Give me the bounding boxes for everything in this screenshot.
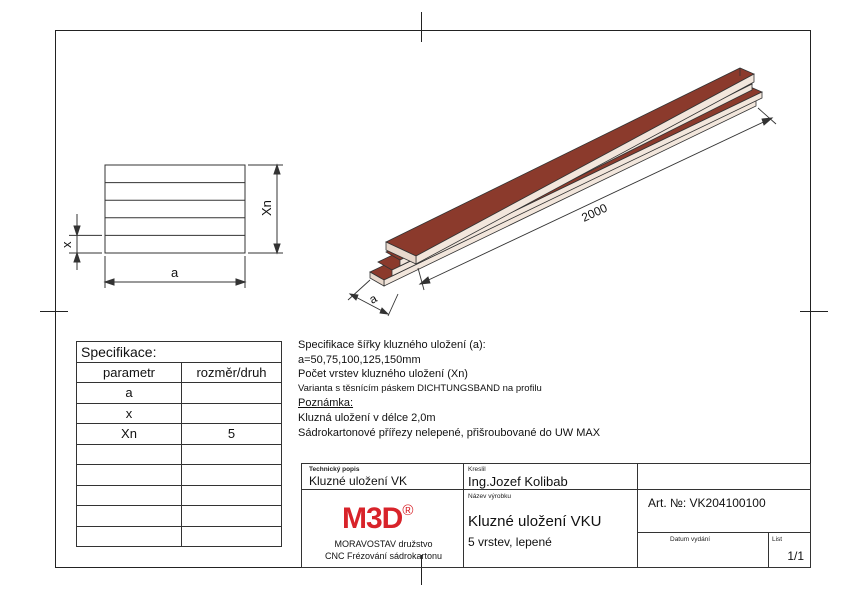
blank-cell-top-right [637,463,811,490]
spec-param-cell [76,464,182,486]
title-block: Technický popis Kluzné uložení VK Kresli… [301,463,811,568]
spec-param-cell [76,443,182,465]
x-dimension-label: x [59,241,74,248]
spec-param-cell [76,525,182,547]
note-length: Kluzná uložení v délce 2,0m [298,411,436,424]
spec-param-cell [76,484,182,506]
spec-value-cell [181,443,282,465]
article-number: Art. №: VK204100100 [648,496,766,510]
spec-param-cell: x [76,402,182,424]
spec-value-cell [181,402,282,424]
spec-header-param: parametr [76,361,182,383]
note-width-values: a=50,75,100,125,150mm [298,353,421,366]
length-dimension-label: 2000 [579,201,609,225]
tech-description-label: Technický popis [309,466,360,473]
table-row [76,505,282,527]
drawn-by-value: Ing.Jozef Kolibab [468,474,568,489]
issue-date-label: Datum vydání [670,536,711,543]
table-row [76,443,282,465]
spec-value-cell [181,525,282,547]
sheet-cell: List 1/1 [768,532,811,568]
drawn-by-label: Kreslil [468,466,486,473]
issue-date-cell: Datum vydání [637,532,769,568]
board-end-main [385,241,417,265]
board-top-main [385,67,755,257]
article-number-cell: Art. №: VK204100100 [637,489,811,533]
notes-block: Specifikace šířky kluzného uložení (a): … [298,338,600,440]
table-row: a [76,382,282,404]
isometric-view: 2000 a [347,67,777,317]
product-subtitle: 5 vrstev, lepené [468,535,552,549]
spec-header-value: rozměr/druh [181,361,282,383]
m3d-logo: M3D® [342,502,413,536]
a-dimension-label: a [171,265,179,280]
company-name: MORAVOSTAV družstvo [334,539,433,549]
note-width-spec: Specifikace šířky kluzného uložení (a): [298,339,486,351]
center-tick-left [40,311,68,312]
center-tick-bottom [421,555,422,585]
logo-cell: M3D® MORAVOSTAV družstvo CNC Frézování s… [301,489,464,568]
company-service: CNC Frézování sádrokartonu [324,551,443,561]
spec-table: Specifikace: parametr rozměr/druh a x Xn… [76,341,282,547]
note-heading: Poznámka: [298,397,354,410]
spec-table-title: Specifikace: [76,341,282,363]
product-name: Kluzné uložení VKU [468,513,602,530]
center-tick-right [800,311,828,312]
spec-value-cell [181,464,282,486]
note-variant: Varianta s těsnícím páskem DICHTUNGSBAND… [298,382,542,394]
spec-param-cell: a [76,382,182,404]
spec-value-cell: 5 [181,423,282,445]
spec-value-cell [181,505,282,527]
spec-value-cell [181,382,282,404]
sheet-label: List [772,536,783,543]
board-side-main [415,73,755,265]
table-row [76,484,282,506]
table-row: x [76,402,282,424]
center-tick-top [421,12,422,42]
spec-param-cell [76,505,182,527]
table-row [76,525,282,547]
spec-param-cell: Xn [76,423,182,445]
drawn-by-cell: Kreslil Ing.Jozef Kolibab [463,463,638,490]
tech-description-cell: Technický popis Kluzné uložení VK [301,463,464,490]
xn-dimension-label: Xn [259,200,274,216]
spec-value-cell [181,484,282,506]
note-boards: Sádrokartonové přířezy nelepené, přišrou… [298,426,601,439]
sheet-number: 1/1 [787,549,804,563]
board-side-middle [391,91,763,277]
product-label: Název výrobku [468,493,511,500]
product-cell: Název výrobku Kluzné uložení VKU 5 vrste… [463,489,638,568]
logo-text: M3D [342,502,403,535]
table-row [76,464,282,486]
section-view: Xn a x [59,163,283,288]
tech-description-value: Kluzné uložení VK [309,474,408,488]
board-end-bottom [369,271,385,287]
note-layer-count: Počet vrstev kluzného uložení (Xn) [298,368,468,381]
logo-registered: ® [402,502,413,519]
